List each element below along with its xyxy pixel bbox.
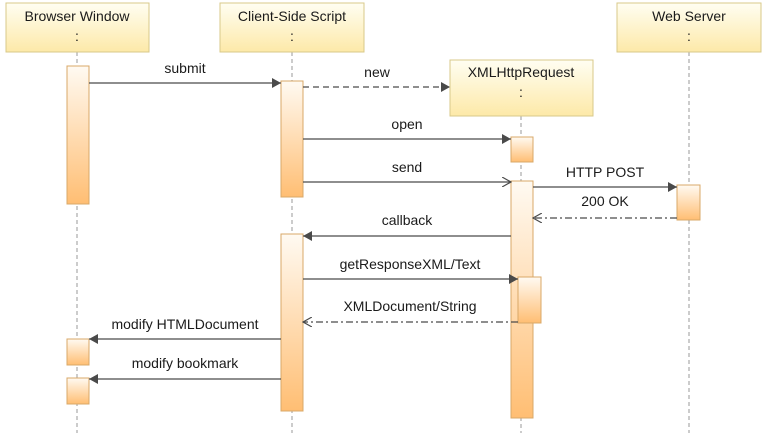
message-callback-label: callback xyxy=(382,212,434,228)
activation-script-2 xyxy=(280,233,304,412)
message-http-post-label: HTTP POST xyxy=(566,164,645,180)
participant-xhr-label: XMLHttpRequest xyxy=(468,64,575,80)
message-send: send xyxy=(303,159,511,182)
message-get-response: getResponseXML/Text xyxy=(303,256,518,284)
activation-xhr-nested xyxy=(517,276,542,324)
participant-browser-stereotype: : xyxy=(75,28,79,44)
message-callback: callback xyxy=(303,212,511,241)
message-open-label: open xyxy=(391,116,422,132)
activation-browser-3 xyxy=(66,377,90,405)
message-new: new xyxy=(303,64,450,92)
message-new-label: new xyxy=(364,64,391,80)
participant-server-label: Web Server xyxy=(652,8,726,24)
lifelines xyxy=(76,52,690,433)
participant-xhr-stereotype: : xyxy=(519,84,523,100)
participant-xhr: XMLHttpRequest : xyxy=(449,59,594,117)
participant-script-stereotype: : xyxy=(290,28,294,44)
activations xyxy=(66,65,701,419)
participant-script-label: Client-Side Script xyxy=(238,8,346,24)
messages: submit new open send HTTP POST 200 OK ca… xyxy=(89,60,677,384)
message-submit-label: submit xyxy=(164,60,205,76)
message-200-ok: 200 OK xyxy=(533,193,677,218)
message-modify-html-label: modify HTMLDocument xyxy=(111,316,258,332)
activation-xhr-open xyxy=(510,136,534,163)
activation-browser-1 xyxy=(66,65,90,205)
message-modify-bookmark-label: modify bookmark xyxy=(132,355,240,371)
participant-server: Web Server : xyxy=(616,2,762,53)
message-get-response-label: getResponseXML/Text xyxy=(340,256,481,272)
message-submit: submit xyxy=(89,60,281,88)
participant-browser-label: Browser Window xyxy=(24,8,130,24)
message-xml-document-label: XMLDocument/String xyxy=(343,298,476,314)
message-xml-document: XMLDocument/String xyxy=(303,298,518,322)
activation-browser-2 xyxy=(66,338,90,366)
participant-server-stereotype: : xyxy=(687,28,691,44)
message-open: open xyxy=(303,116,511,144)
activation-script-1 xyxy=(280,80,304,198)
participant-browser: Browser Window : xyxy=(5,2,150,53)
participant-script: Client-Side Script : xyxy=(219,2,365,53)
message-send-label: send xyxy=(392,159,422,175)
message-modify-bookmark: modify bookmark xyxy=(89,355,281,384)
activation-server xyxy=(676,184,701,221)
message-modify-html: modify HTMLDocument xyxy=(89,316,281,344)
message-http-post: HTTP POST xyxy=(533,164,677,192)
message-200-ok-label: 200 OK xyxy=(581,193,629,209)
